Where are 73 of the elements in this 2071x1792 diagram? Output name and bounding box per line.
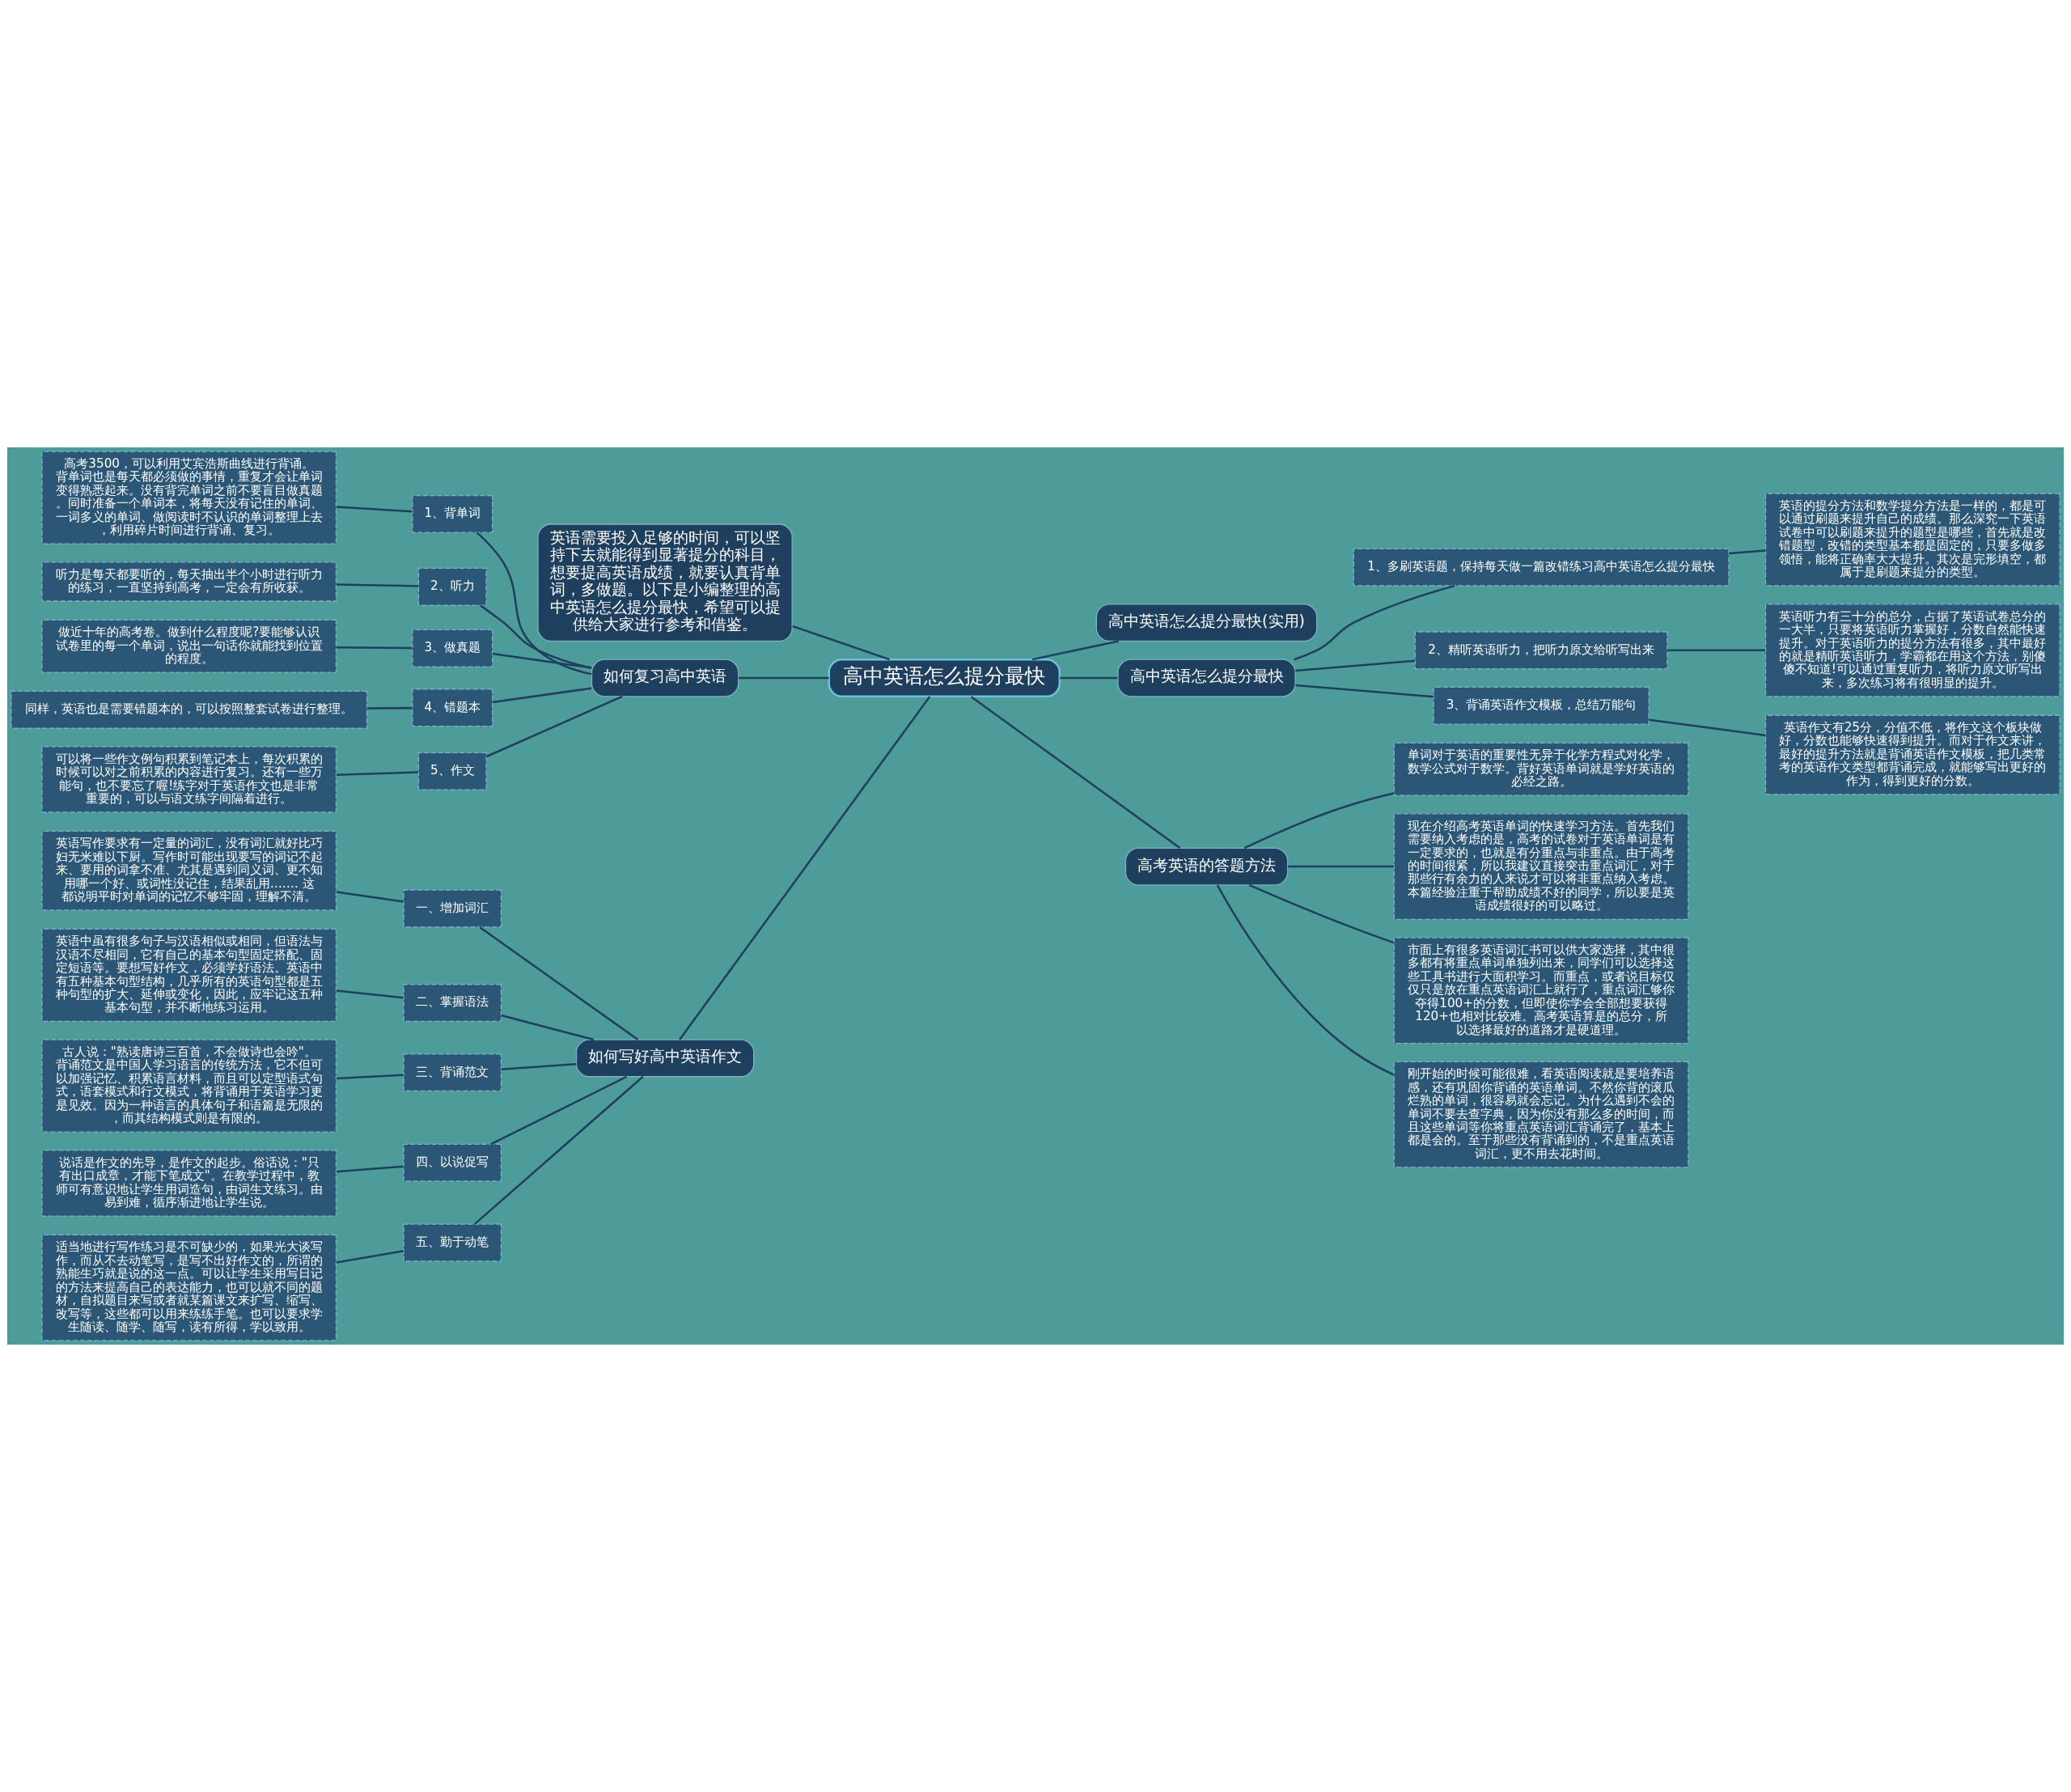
connector xyxy=(336,1249,404,1264)
connector xyxy=(336,891,404,903)
node-box: 刚开始的时候可能很难，看英语阅读就是要培养语感，还有巩固你背诵的英语单词。不然你背的滚瓜烂熟的单词，很容易就会忘记。为什么遇到不会的单词不要去查字典，因为你没有那么多的时间，而且这些单词等你将重点英语词汇背诵完了，基本上都是会的。至于那些没有背诵到的，不是重点英语词汇，更不用去花时间。 xyxy=(1393,1061,1689,1168)
connector xyxy=(1248,883,1395,944)
node-box: 适当地进行写作练习是不可缺少的，如果光大谈写作，而从不去动笔写，是写不出好作文的，所谓的熟能生巧就是说的这一点。可以让学生采用写日记的方法来提高自己的表达能力，也可以就不同的题材，自拟题目来写或者就某篇课文来扩写、缩写、改写等，这些都可以用来练练手笔。也可以要求学生随读、随学、随写，读有所得，学以致用。 xyxy=(41,1234,337,1341)
node-box: 5、作文 xyxy=(417,752,487,790)
node-box: 3、做真题 xyxy=(412,629,493,667)
connector xyxy=(336,771,419,776)
connector xyxy=(492,687,592,704)
node-box: 2、听力 xyxy=(417,567,487,606)
node-box: 同样，英语也是需要错题本的，可以按照整套试卷进行整理。 xyxy=(11,690,368,729)
node-box: 2、精听英语听力，把听力原文给听写出来 xyxy=(1414,631,1668,670)
node-box: 英语作文有25分，分值不低，将作文这个板块做好，分数也能够快速得到提升。而对于作文来讲，最好的提升方法就是背诵英语作文模板，把几类常考的英语作文类型都背诵完成，就能够写出更好的作为，得到更好的分数。 xyxy=(1764,714,2060,795)
connector xyxy=(501,1014,595,1041)
node-box: 英语中虽有很多句子与汉语相似或相同，但语法与汉语不尽相同，它有自己的基本句型固定搭配、固定短语等。要想写好作文，必须学好语法。英语中有五种基本句型结构，几乎所有的英语句型都是五种句型的扩大、延伸或变化，因此，应牢记这五种基本句型，并不断地练习运用。 xyxy=(41,928,337,1022)
node-box: 说话是作文的先导，是作文的起步。俗话说："只有出口成章，才能下笔成文"。在教学过程中，教师可有意识地让学生用词造句，由词生文练习。由易到难，循序渐进地让学生说。 xyxy=(41,1150,337,1217)
node-box: 高中英语怎么提分最快 xyxy=(828,658,1061,698)
connector xyxy=(336,583,419,587)
connector xyxy=(336,1165,404,1173)
node-box: 高考3500，可以利用艾宾浩斯曲线进行背诵。背单词也是每天都必须做的事情，重复才会让单词变得熟悉起来。没有背完单词之前不要盲目做真题。同时准备一个单词本，将每天没有记住的单词、一词多义的单词、做阅读时不认识的单词整理上去，利用碎片时间进行背诵、复习。 xyxy=(41,451,337,544)
node-box: 英语的提分方法和数学提分方法是一样的，都是可以通过刷题来提升自己的成绩。那么深究一下英语试卷中可以刷题来提升的题型是哪些，首先就是改错题型，改错的类型基本都是固定的，只要多做多领悟，能将正确率大大提升。其次是完形填空，都属于是刷题来提分的类型。 xyxy=(1764,493,2060,587)
connector xyxy=(489,1075,628,1146)
connector xyxy=(336,989,404,999)
connector xyxy=(501,1063,577,1070)
node-box: 高中英语怎么提分最快 xyxy=(1117,659,1296,697)
node-box: 1、多刷英语题，保持每天做一篇改错练习高中英语怎么提分最快 xyxy=(1353,548,1730,587)
node-box: 单词对于英语的重要性无异于化学方程式对化学，数学公式对于数学。背好英语单词就是学好英语的必经之路。 xyxy=(1393,742,1689,796)
connector xyxy=(485,695,623,758)
node-box: 二、掌握语法 xyxy=(403,984,502,1022)
node-box: 1、背单词 xyxy=(412,494,493,533)
node-box: 古人说："熟读唐诗三百首，不会做诗也会吟"。背诵范文是中国人学习语言的传统方法，它不但可以加强记忆、积累语言材料，而且可以定型语式句式，语套模式和行文模式，将背诵用于英语学习更是见效。因为一种语言的具体句子和语篇是无限的，而其结构模式则是有限的。 xyxy=(41,1039,337,1133)
connector xyxy=(1294,584,1455,661)
connector xyxy=(474,1075,644,1225)
node-box: 做近十年的高考卷。做到什么程度呢?要能够认识试卷里的每一个单词，说出一句话你就能找到位置的程度。 xyxy=(41,619,337,673)
connector xyxy=(366,706,413,710)
connector xyxy=(480,604,592,669)
connector xyxy=(336,1074,404,1080)
node-box: 如何写好高中英语作文 xyxy=(575,1039,755,1078)
connector xyxy=(1243,792,1395,849)
node-box: 高考英语的答题方法 xyxy=(1124,847,1289,886)
node-box: 可以将一些作文例句积累到笔记本上，每次积累的时候可以对之前积累的内容进行复习。还有一些万能句，也不要忘了喔!练字对于英语作文也是非常重要的，可以与语文练字间隔着进行。 xyxy=(41,746,337,813)
connector xyxy=(1031,640,1120,661)
node-box: 英语听力有三十分的总分，占据了英语试卷总分的一大半，只要将英语听力掌握好，分数自然能快速提升。对于英语听力的提分方法有很多，其中最好的就是精听英语听力，学霸都在用这个方法，别傻傻不知道!可以通过重复听力，将听力原文听写出来，多次练习将有很明显的提升。 xyxy=(1764,604,2060,697)
node-box: 三、背诵范文 xyxy=(403,1053,502,1092)
node-box: 四、以说促写 xyxy=(403,1143,502,1182)
node-box: 市面上有很多英语词汇书可以供大家选择，其中很多都有将重点单词单独列出来，同学们可以选择这些工具书进行大面积学习。而重点，或者说目标仅仅只是放在重点英语词汇上就行了，重点词汇够你夺得100+的分数，但即使你学会全部想要获得120+也相对比较难。高考英语算是的总分，所以选择最好的道路才是硬道理。 xyxy=(1393,937,1689,1044)
connector xyxy=(336,506,413,513)
node-box: 高中英语怎么提分最快(实用) xyxy=(1095,604,1318,642)
connector xyxy=(1295,684,1434,698)
connector xyxy=(1667,649,1766,652)
node-box: 4、错题本 xyxy=(412,688,493,727)
connector xyxy=(1216,884,1395,1076)
connector xyxy=(479,926,639,1040)
node-box: 英语写作要求有一定量的词汇，没有词汇就好比巧妇无米难以下厨。写作时可能出现要写的词记不起来、要用的词拿不准、尤其是遇到同义词、更不知用哪一个好、或词性没记住，结果乱用……. 这都说明平时对单词的记忆不够牢固，理解不清。 xyxy=(41,830,337,911)
connector xyxy=(792,625,890,661)
node-box: 如何复习高中英语 xyxy=(591,659,739,697)
connector xyxy=(476,532,592,676)
node-box: 一、增加词汇 xyxy=(403,889,502,928)
node-box: 英语需要投入足够的时间，可以坚持下去就能得到显著提分的科目，想要提高英语成绩，就要认真背单词，多做题。以下是小编整理的高中英语怎么提分最快，希望可以提供给大家进行参考和借鉴。 xyxy=(537,523,793,642)
node-box: 听力是每天都要听的，每天抽出半个小时进行听力的练习，一直坚持到高考，一定会有所收获。 xyxy=(41,561,337,602)
node-box: 3、背诵英语作文模板，总结万能句 xyxy=(1433,686,1650,725)
connector xyxy=(679,696,931,1040)
connector xyxy=(336,646,413,650)
connector xyxy=(1649,718,1766,737)
connector xyxy=(1287,865,1394,868)
node-box: 五、勤于动笔 xyxy=(403,1223,502,1262)
connector xyxy=(970,696,1181,849)
connector xyxy=(1060,676,1118,680)
connector xyxy=(492,652,592,669)
connector xyxy=(738,676,829,680)
connector xyxy=(1295,659,1416,672)
connector xyxy=(1728,549,1766,555)
node-box: 现在介绍高考英语单词的快速学习方法。首先我们需要纳入考虑的是，高考的试卷对于英语单词是有一定要求的，也就是有分重点与非重点。由于高考的时间很紧，所以我建议直接突击重点词汇，对于那些行有余力的人来说才可以将非重点纳入考虑。本篇经验注重于帮助成绩不好的同学，所以要是英语成绩很好的可以略过。 xyxy=(1393,813,1689,920)
